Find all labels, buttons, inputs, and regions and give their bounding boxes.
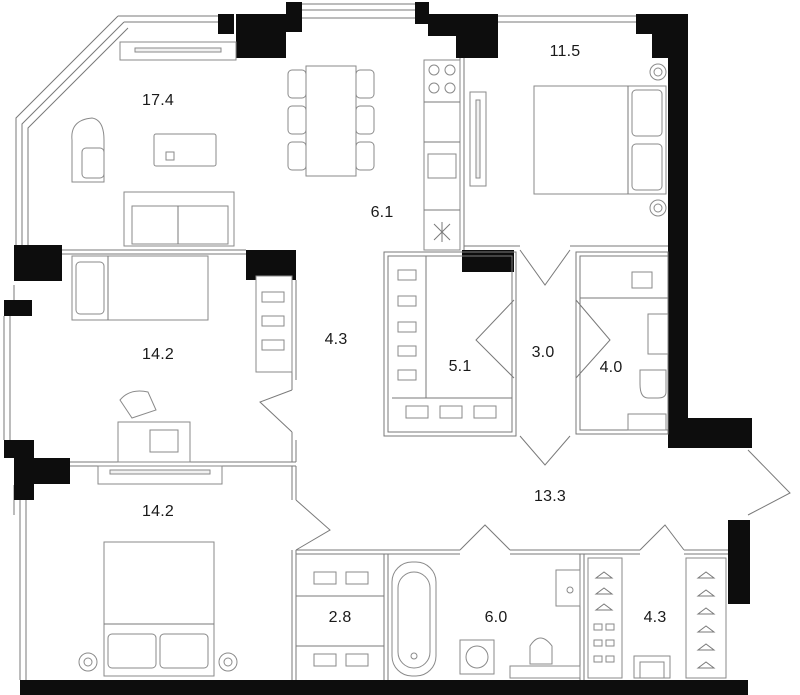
area-label-entry-hall: 13.3 — [534, 488, 566, 505]
window-frames — [3, 3, 791, 680]
area-label-corridor-kitchen: 6.1 — [370, 204, 394, 221]
area-label-bedroom-sw: 14.2 — [142, 503, 174, 520]
closet-sw-shelves — [313, 571, 369, 667]
bedroom-sw-furniture — [78, 541, 238, 677]
wardrobe-se-furniture — [587, 557, 727, 679]
bedroom-ne-furniture — [469, 63, 667, 217]
room-west-furniture — [71, 255, 293, 485]
area-label-closet-sw: 2.8 — [328, 609, 352, 626]
area-label-storage: 5.1 — [448, 358, 472, 375]
area-label-living-kitchen: 17.4 — [142, 92, 174, 109]
living-furniture — [71, 41, 461, 251]
area-label-lobby: 3.0 — [531, 344, 555, 361]
area-label-room-west: 14.2 — [142, 346, 174, 363]
area-label-bathroom-s: 6.0 — [484, 609, 508, 626]
bathroom-ne-fixtures — [627, 271, 669, 431]
door-swings — [259, 249, 685, 551]
area-label-bedroom-ne: 11.5 — [549, 43, 581, 60]
storage-shelves — [392, 256, 512, 419]
area-label-hall: 4.3 — [324, 331, 348, 348]
area-label-bathroom-ne: 4.0 — [599, 359, 623, 376]
bathroom-s-fixtures — [391, 561, 581, 679]
area-label-wardrobe-se: 4.3 — [643, 609, 667, 626]
